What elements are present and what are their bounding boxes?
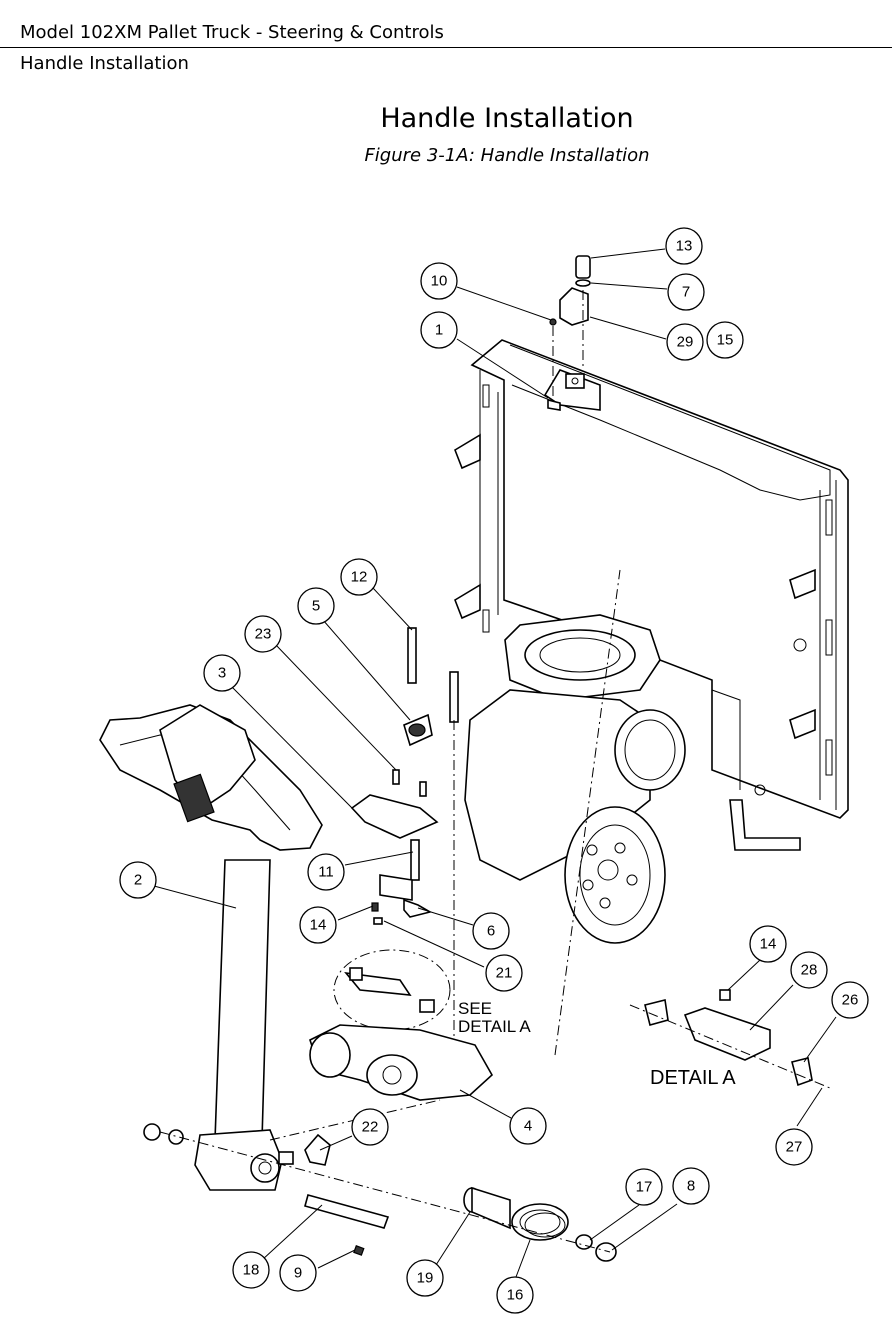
svg-text:26: 26 bbox=[842, 992, 859, 1009]
svg-text:28: 28 bbox=[801, 962, 818, 979]
callout-27: 27 bbox=[775, 1128, 813, 1166]
svg-text:11: 11 bbox=[318, 864, 334, 881]
callout-17: 17 bbox=[625, 1168, 663, 1206]
callout-10: 10 bbox=[420, 262, 458, 300]
detail-a-indicator bbox=[333, 949, 451, 1031]
callout-15: 15 bbox=[706, 321, 744, 359]
svg-text:1: 1 bbox=[435, 322, 443, 339]
figure-title: Handle Installation bbox=[380, 103, 634, 134]
svg-text:8: 8 bbox=[687, 1178, 695, 1195]
callout-14: 14 bbox=[299, 906, 337, 944]
drive-unit bbox=[464, 614, 686, 944]
svg-text:22: 22 bbox=[362, 1119, 379, 1136]
see-detail-label-line2: DETAIL A bbox=[458, 1017, 531, 1036]
svg-text:29: 29 bbox=[677, 334, 694, 351]
mounting-bracket bbox=[543, 369, 601, 411]
document-title: Model 102XM Pallet Truck - Steering & Co… bbox=[20, 22, 444, 43]
svg-text:10: 10 bbox=[431, 273, 448, 290]
callout-7: 7 bbox=[667, 273, 705, 311]
callout-6: 6 bbox=[472, 912, 510, 950]
svg-text:2: 2 bbox=[134, 872, 142, 889]
handle-base bbox=[309, 1024, 494, 1101]
detail-a-parts bbox=[629, 989, 831, 1089]
callout-12: 12 bbox=[340, 558, 378, 596]
callout-13: 13 bbox=[665, 227, 703, 265]
callout-9: 9 bbox=[279, 1254, 317, 1292]
callout-11: 11 bbox=[307, 853, 345, 891]
callout-22: 22 bbox=[351, 1108, 389, 1146]
figure-caption: Figure 3-1A: Handle Installation bbox=[364, 145, 650, 166]
detail-a-label: DETAIL A bbox=[650, 1067, 736, 1089]
switch-parts bbox=[549, 255, 591, 400]
callout-5: 5 bbox=[297, 587, 335, 625]
callout-14-detail: 14 bbox=[749, 925, 787, 963]
svg-text:14: 14 bbox=[760, 936, 777, 953]
svg-text:27: 27 bbox=[786, 1139, 803, 1156]
svg-text:16: 16 bbox=[507, 1287, 524, 1304]
leader-lines bbox=[153, 248, 837, 1278]
section-title: Handle Installation bbox=[20, 53, 189, 74]
svg-text:23: 23 bbox=[255, 626, 272, 643]
callout-8: 8 bbox=[672, 1167, 710, 1205]
svg-text:5: 5 bbox=[312, 598, 320, 615]
callout-29: 29 bbox=[666, 323, 704, 361]
callout-4: 4 bbox=[509, 1107, 547, 1145]
frame-assembly bbox=[454, 339, 849, 851]
cover-plate bbox=[350, 794, 439, 839]
fasteners bbox=[371, 627, 459, 925]
svg-text:3: 3 bbox=[218, 665, 226, 682]
svg-text:7: 7 bbox=[682, 284, 690, 301]
svg-text:21: 21 bbox=[496, 965, 513, 982]
callout-18: 18 bbox=[232, 1251, 270, 1289]
svg-text:14: 14 bbox=[310, 917, 327, 934]
svg-text:4: 4 bbox=[524, 1118, 532, 1135]
handle-assembly bbox=[99, 704, 323, 1191]
callout-26: 26 bbox=[831, 981, 869, 1019]
callout-23: 23 bbox=[244, 615, 282, 653]
svg-text:15: 15 bbox=[717, 332, 734, 349]
see-detail-label-line1: SEE bbox=[458, 999, 492, 1018]
callout-1: 1 bbox=[420, 311, 458, 349]
header-rule bbox=[0, 47, 892, 48]
callout-21: 21 bbox=[485, 954, 523, 992]
detail-small bbox=[344, 967, 435, 1013]
svg-text:17: 17 bbox=[636, 1179, 653, 1196]
callout-2: 2 bbox=[119, 861, 157, 899]
svg-text:12: 12 bbox=[351, 569, 368, 586]
callout-28: 28 bbox=[790, 951, 828, 989]
callout-19: 19 bbox=[406, 1259, 444, 1297]
svg-text:6: 6 bbox=[487, 923, 495, 940]
callout-3: 3 bbox=[203, 654, 241, 692]
lower-parts bbox=[143, 1123, 617, 1262]
svg-text:13: 13 bbox=[676, 238, 693, 255]
svg-text:18: 18 bbox=[243, 1262, 260, 1279]
svg-text:19: 19 bbox=[417, 1270, 434, 1287]
callout-16: 16 bbox=[496, 1276, 534, 1314]
svg-text:9: 9 bbox=[294, 1265, 302, 1282]
